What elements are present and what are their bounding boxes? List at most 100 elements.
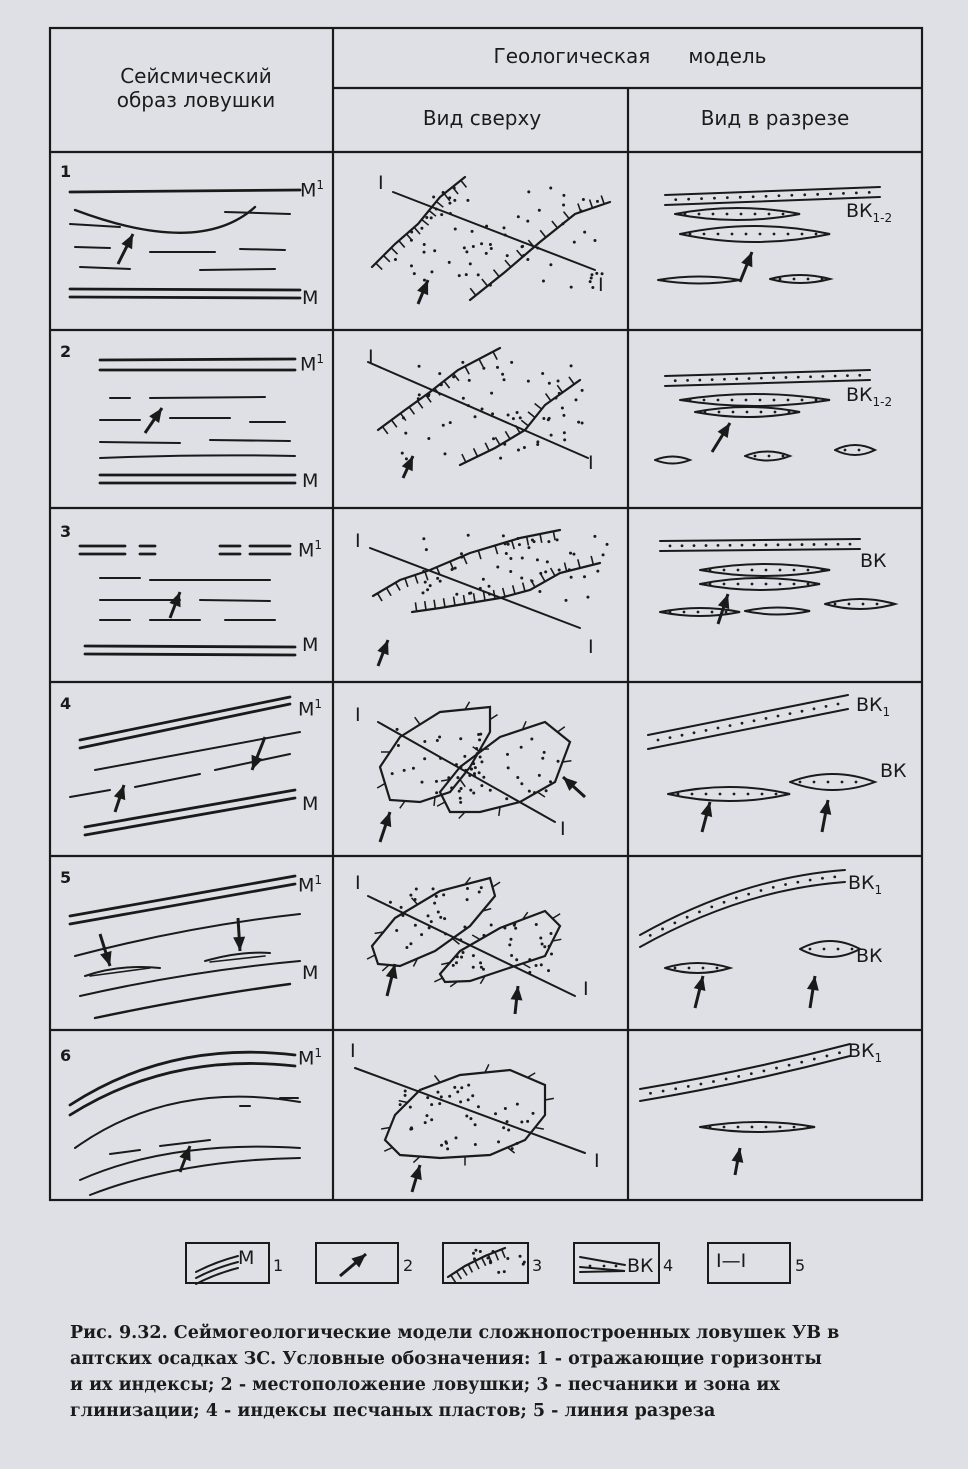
horizon-label-m-base: M [302, 470, 319, 492]
col2-header: Вид сверху [422, 106, 542, 130]
lens-outline [799, 940, 863, 958]
horizon-label-m1-base: M [298, 874, 315, 897]
legend-box [707, 1242, 791, 1284]
trap-location-arrow [116, 233, 135, 265]
sandstone-dots [472, 1248, 526, 1274]
sand-body [434, 909, 562, 988]
top-view-4 [376, 701, 587, 843]
sand-body [376, 701, 498, 809]
trap-location-arrow [806, 975, 819, 1009]
lens-outline [769, 274, 834, 284]
reflector [74, 913, 301, 957]
horizon-label-m1: M1 [298, 697, 322, 720]
lens-outline [657, 275, 741, 285]
layer-bottom [659, 548, 861, 552]
lens-outline [659, 607, 741, 617]
lens-outline [699, 1121, 816, 1133]
reflector [224, 211, 291, 215]
col1-header-line1: Сейсмический [120, 64, 272, 88]
seismic-image-4 [69, 695, 301, 837]
sand-lens [654, 455, 693, 465]
lens-outline [744, 450, 793, 462]
sandstone-dots [388, 886, 483, 959]
lens-outline [654, 455, 693, 465]
clay-boundary [371, 528, 562, 602]
horizon-m [83, 788, 297, 829]
sand-outline [383, 1068, 547, 1160]
sandstone-dots [400, 360, 584, 461]
clay-boundary [458, 376, 582, 467]
top-view-2 [367, 346, 589, 479]
section-line [354, 1067, 586, 1154]
horizon-label-m: M [302, 287, 318, 309]
reflector [79, 960, 301, 997]
seismic-image-6 [68, 1050, 301, 1196]
cross-section-1 [657, 186, 881, 285]
section-line-label: I [594, 1150, 600, 1172]
lens [89, 967, 151, 977]
sand-outline [438, 909, 562, 984]
trap-location-arrow [168, 591, 182, 619]
section-line-label: I [588, 636, 594, 658]
layer-index-label: ВК [860, 550, 887, 572]
horizon-label-m1-base: M [298, 539, 315, 562]
legend-number-1: 1 [273, 1256, 284, 1275]
reflector [199, 599, 271, 602]
horizon-label-m1: M1 [298, 873, 322, 896]
legend-item-5 [707, 1242, 791, 1284]
layer-bottom [664, 379, 871, 387]
section-line [369, 547, 581, 629]
section-line [377, 721, 556, 823]
layer-index-label: ВК1 [848, 1040, 882, 1065]
reflector [99, 441, 181, 444]
trap-location-arrow [738, 251, 754, 283]
row-number-4: 4 [60, 694, 72, 713]
sand-lens [789, 773, 878, 791]
reflector [239, 248, 286, 251]
reflector [89, 1157, 301, 1196]
lens-outline [789, 773, 878, 791]
layer-index-label-index: 1 [882, 704, 891, 719]
caption-line-1: Рис. 9.32. Сеймогеологические модели сло… [70, 1323, 840, 1343]
cross-section-5 [639, 869, 863, 1009]
horizon-m [83, 796, 297, 837]
layer-top [664, 186, 881, 196]
top-view-3 [369, 528, 609, 667]
trap-location-arrow [410, 1164, 422, 1193]
caption-line-3: и их индексы; 2 - местоположение ловушки… [70, 1375, 780, 1395]
layer-index-label-base: ВК [860, 550, 887, 572]
cross-section-6 [639, 1043, 851, 1176]
layer-bottom [664, 196, 881, 206]
figure-caption: Рис. 9.32. Сеймогеологические модели сло… [70, 1320, 930, 1424]
legend-number-3: 3 [532, 1256, 543, 1275]
reflector [69, 223, 121, 228]
seismic-image-2 [98, 357, 297, 485]
sandstone-dots [451, 921, 554, 974]
layer-bottom [639, 881, 846, 948]
section-line [367, 361, 589, 459]
legend-item-1 [185, 1242, 270, 1284]
reflector [74, 1095, 301, 1149]
sand-lens [824, 598, 899, 610]
lens-outline [834, 444, 878, 456]
reflector [149, 396, 266, 399]
horizon-label-m-base: M [302, 793, 319, 815]
layer-top [659, 538, 861, 542]
section-line-label: I [368, 346, 374, 368]
sand-layer [639, 1043, 851, 1102]
sand-lens [667, 786, 791, 802]
trap-location-arrow [731, 1147, 744, 1176]
layer-index-label: ВК1-2 [846, 200, 892, 225]
legend-sand-layer [579, 1256, 626, 1273]
reflector [99, 454, 296, 459]
trap-location-arrow [233, 917, 246, 952]
sand-layer [659, 538, 861, 552]
layer-top [664, 369, 871, 377]
sand-lens [744, 606, 811, 616]
lens-outline [744, 606, 811, 616]
legend-text-4: ВК [627, 1255, 654, 1277]
boundary-line [468, 200, 612, 302]
trap-location-arrow [561, 775, 587, 799]
sand-body [380, 1064, 554, 1166]
